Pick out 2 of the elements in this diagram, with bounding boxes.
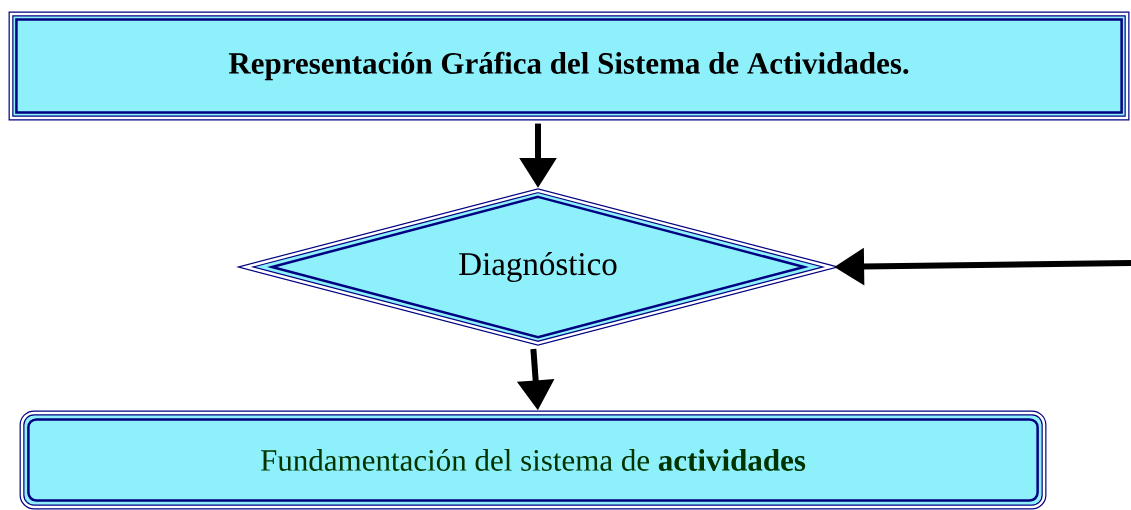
process-box: Fundamentación del sistema de actividades	[19, 410, 1047, 510]
title-box: Representación Gráfica del Sistema de Actividades.	[8, 11, 1130, 121]
